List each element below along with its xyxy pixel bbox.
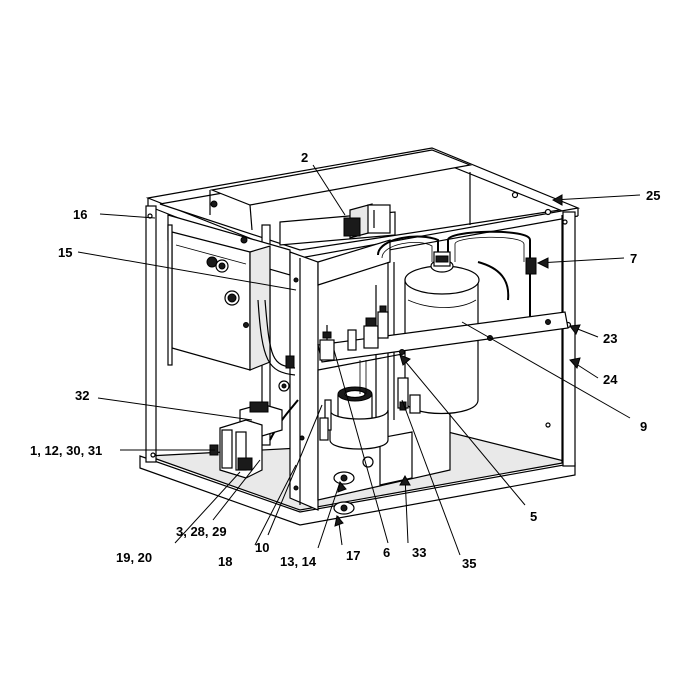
callout-13-14: 13, 14 (280, 554, 317, 569)
compressor (329, 360, 389, 450)
contactor-icon (249, 401, 269, 413)
callout-7: 7 (630, 251, 637, 266)
sight-glass (525, 257, 537, 275)
receiver-tank (404, 251, 480, 414)
callout-25: 25 (646, 188, 660, 203)
callout-17: 17 (346, 548, 360, 563)
callout-18: 18 (218, 554, 232, 569)
callout-6: 6 (383, 545, 390, 560)
valves (319, 257, 537, 441)
back-right-post (562, 211, 576, 467)
callout-35: 35 (462, 556, 476, 571)
callout-32: 32 (75, 388, 89, 403)
label-plate (379, 431, 413, 486)
callout-24: 24 (603, 372, 618, 387)
callout-15: 15 (58, 245, 72, 260)
callout-3-28-29: 3, 28, 29 (176, 524, 227, 539)
valve-body (319, 339, 335, 361)
callout-1-12-30-31: 1, 12, 30, 31 (30, 443, 102, 458)
relay-icon (343, 217, 361, 237)
callout-2: 2 (301, 150, 308, 165)
callout-10: 10 (255, 540, 269, 555)
callout-5: 5 (530, 509, 537, 524)
leader-lines (77, 164, 641, 556)
callout-33: 33 (412, 545, 426, 560)
callout-9: 9 (640, 419, 647, 434)
front-left-post (145, 205, 157, 463)
contactor-assembly (209, 355, 295, 479)
callout-labels: 2 16 25 15 7 23 24 9 32 1, 12, 30, 31 5 … (30, 150, 660, 571)
callout-19-20: 19, 20 (116, 550, 152, 565)
callout-16: 16 (73, 207, 87, 222)
callout-23: 23 (603, 331, 617, 346)
rear-panel (279, 203, 396, 246)
